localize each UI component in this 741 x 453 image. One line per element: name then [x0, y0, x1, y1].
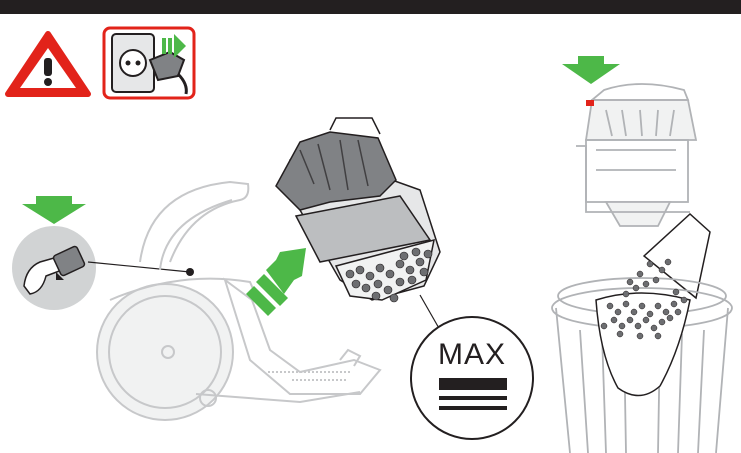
down-arrow-icon	[22, 196, 86, 224]
max-line	[439, 378, 507, 390]
warning-triangle-icon	[8, 34, 88, 94]
level-line	[439, 396, 507, 400]
down-arrow-icon	[562, 56, 620, 84]
release-button-icon	[12, 226, 96, 310]
max-label: MAX	[412, 338, 532, 372]
max-fill-indicator: MAX	[410, 316, 534, 440]
level-line	[439, 406, 507, 410]
unplug-icon	[104, 28, 194, 98]
release-catch	[586, 100, 594, 106]
